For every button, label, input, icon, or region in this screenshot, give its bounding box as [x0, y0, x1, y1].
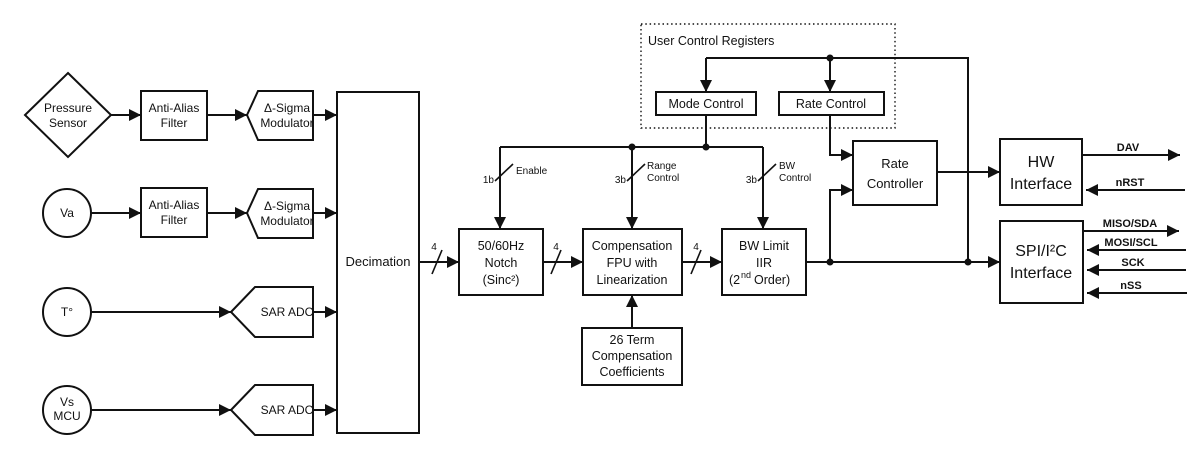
wire-register-feedback	[706, 57, 969, 262]
rate-control-block	[778, 91, 885, 116]
va-label: Va	[60, 206, 74, 220]
spi-i2c-interface-block	[999, 220, 1084, 304]
anti-alias-filter-2-line1: Anti-Alias	[149, 198, 200, 212]
notch-line2: Notch	[485, 256, 518, 270]
junction-dot-register-line	[826, 54, 834, 62]
pressure-sensor-label-line1: Pressure	[44, 101, 92, 115]
hw-interface-line1: HW	[1028, 154, 1056, 171]
delta-sigma-2-line2: Modulator	[260, 214, 313, 228]
user-control-registers-title: User Control Registers	[648, 34, 774, 48]
vs-mcu-label-line2: MCU	[53, 409, 80, 423]
mode-control-label: Mode Control	[668, 97, 743, 111]
iir-line3-open: (2	[729, 273, 740, 287]
decimation-block	[336, 91, 420, 434]
pressure-sensor-label-line2: Sensor	[49, 116, 87, 130]
rate-controller-line2: Controller	[867, 176, 924, 191]
range-bus-label-line2: Control	[647, 173, 679, 184]
wire-data-to-rate-controller	[829, 184, 853, 262]
bus-slash-notch-out	[550, 249, 562, 275]
bus-width-fpu-out: 4	[693, 242, 699, 253]
sar-adc-1-label: SAR ADC	[261, 305, 314, 319]
fpu-line3: Linearization	[597, 273, 668, 287]
mosi-scl-pin-label: MOSI/SCL	[1104, 237, 1157, 249]
bw-bus-label-line1: BW	[779, 161, 796, 172]
vs-mcu-label-line1: Vs	[60, 395, 74, 409]
rate-controller-line1: Rate	[881, 156, 908, 171]
enable-bus-width: 1b	[483, 175, 495, 186]
delta-sigma-2-line1: Δ-Sigma	[264, 199, 310, 213]
iir-line2: IIR	[756, 256, 772, 270]
range-bus-label-line1: Range	[647, 161, 677, 172]
delta-sigma-1-line1: Δ-Sigma	[264, 101, 310, 115]
fpu-line2: FPU with	[607, 256, 658, 270]
bus-slash-fpu-out	[690, 249, 702, 275]
coefficients-line3: Coefficients	[599, 365, 664, 379]
range-bus-width: 3b	[615, 175, 627, 186]
anti-alias-filter-1-line1: Anti-Alias	[149, 101, 200, 115]
notch-line1: 50/60Hz	[478, 239, 525, 253]
dav-pin-label: DAV	[1117, 142, 1140, 154]
coefficients-line2: Compensation	[592, 349, 673, 363]
iir-line1: BW Limit	[739, 239, 790, 253]
bus-slash-enable	[494, 163, 514, 182]
spi-interface-line1: SPI/I²C	[1015, 243, 1067, 260]
rate-control-label: Rate Control	[796, 97, 866, 111]
anti-alias-filter-2-line2: Filter	[161, 213, 188, 227]
iir-line3-superscript: nd	[741, 270, 751, 280]
rate-controller-block	[852, 140, 938, 206]
nrst-pin-label: nRST	[1116, 177, 1145, 189]
wire-rate-control-to-rate-controller	[829, 115, 853, 161]
user-control-registers-group	[640, 23, 896, 129]
temperature-label: T°	[61, 305, 73, 319]
bus-slash-range	[626, 163, 646, 182]
junction-dot-data-branch	[826, 258, 834, 266]
decimation-label: Decimation	[345, 254, 410, 269]
fpu-line1: Compensation	[592, 239, 673, 253]
delta-sigma-1-line2: Modulator	[260, 116, 313, 130]
hw-interface-line2: Interface	[1010, 176, 1072, 193]
hw-interface-block	[999, 138, 1083, 206]
miso-sda-pin-label: MISO/SDA	[1103, 218, 1157, 230]
bw-bus-width: 3b	[746, 175, 758, 186]
bus-width-decimation-out: 4	[431, 242, 437, 253]
spi-interface-line2: Interface	[1010, 265, 1072, 282]
bus-width-notch-out: 4	[553, 242, 559, 253]
iir-line3-close: Order)	[754, 273, 790, 287]
bus-slash-bw	[757, 163, 777, 182]
nss-pin-label: nSS	[1120, 280, 1141, 292]
junction-dot-feedback-branch	[964, 258, 972, 266]
anti-alias-filter-1-line2: Filter	[161, 116, 188, 130]
bw-bus-label-line2: Control	[779, 173, 811, 184]
sar-adc-2-label: SAR ADC	[261, 403, 314, 417]
coefficients-line1: 26 Term	[610, 333, 655, 347]
pressure-sensor-shape	[23, 71, 113, 159]
junction-dot-mode-bus	[702, 143, 710, 151]
enable-bus-label: Enable	[516, 166, 548, 177]
sck-pin-label: SCK	[1121, 257, 1144, 269]
notch-line3: (Sinc²)	[483, 273, 520, 287]
bus-slash-decimation-out	[431, 249, 443, 275]
junction-dot-range-bus	[628, 143, 636, 151]
